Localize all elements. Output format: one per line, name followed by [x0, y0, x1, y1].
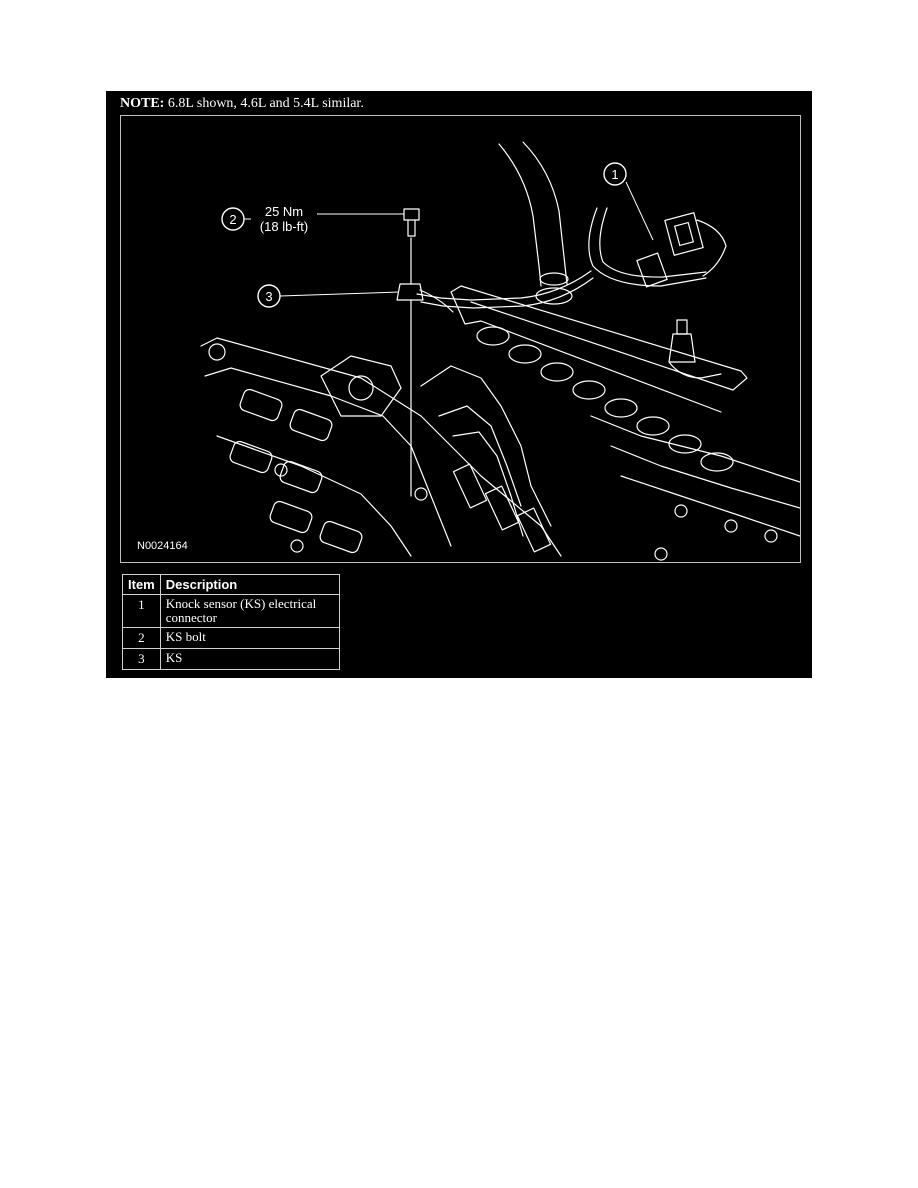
engine-illustration: 1 2 25 Nm (18 lb-ft) 3 N0024164 — [120, 115, 801, 563]
table-header-row: Item Description — [122, 574, 340, 595]
note-text: 6.8L shown, 4.6L and 5.4L similar. — [167, 96, 364, 111]
row-description: KS bolt — [159, 627, 340, 649]
table-row: 3 KS — [122, 648, 340, 670]
callout-2: 2 25 Nm (18 lb-ft) — [221, 204, 404, 234]
item-legend-table: Item Description 1 Knock sensor (KS) ele… — [122, 574, 340, 670]
engine-drawing: 1 2 25 Nm (18 lb-ft) 3 N0024164 — [137, 141, 800, 561]
callout-3-number: 3 — [265, 289, 272, 304]
callout-1-number: 1 — [611, 167, 618, 182]
row-item-number: 1 — [122, 594, 161, 628]
callout-1: 1 — [603, 162, 654, 241]
procedure-panel: NOTE: 6.8L shown, 4.6L and 5.4L similar. — [106, 91, 812, 678]
callout-3: 3 — [257, 284, 400, 308]
note-line: NOTE: 6.8L shown, 4.6L and 5.4L similar. — [120, 96, 364, 112]
torque-imperial: (18 lb-ft) — [260, 219, 308, 234]
callout-2-number: 2 — [229, 212, 236, 227]
header-item: Item — [122, 574, 161, 595]
hose-left-edge — [498, 143, 542, 287]
note-prefix: NOTE: — [120, 96, 165, 111]
header-description: Description — [159, 574, 340, 595]
row-item-number: 2 — [122, 627, 161, 649]
hose-right-edge — [522, 141, 568, 285]
row-description: KS — [159, 648, 340, 670]
torque-metric: 25 Nm — [265, 204, 303, 219]
row-item-number: 3 — [122, 648, 161, 670]
row-description: Knock sensor (KS) electrical connector — [159, 594, 340, 628]
figure-id: N0024164 — [137, 540, 188, 552]
table-row: 2 KS bolt — [122, 627, 340, 649]
table-row: 1 Knock sensor (KS) electrical connector — [122, 594, 340, 628]
